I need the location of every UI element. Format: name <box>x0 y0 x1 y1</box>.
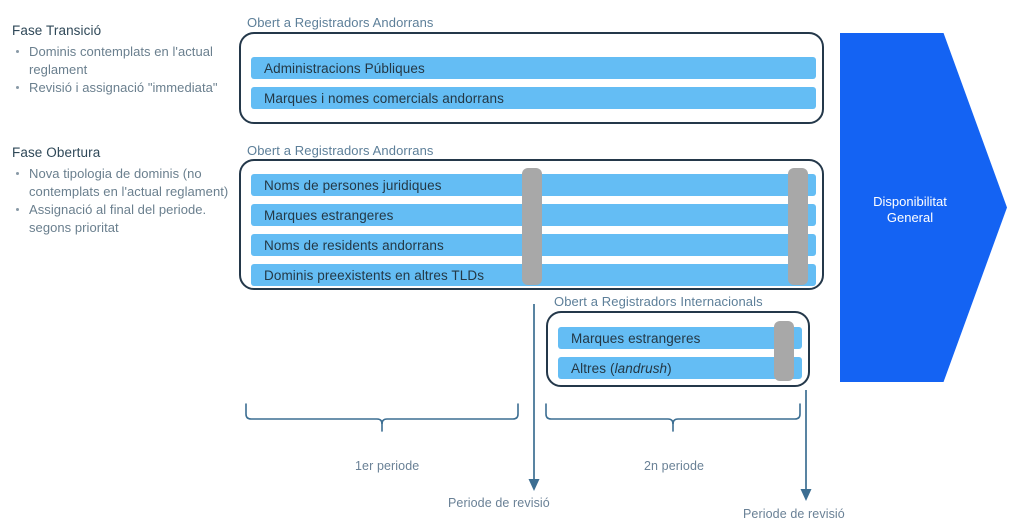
phase-title-obertura: Fase Obertura <box>12 145 101 160</box>
availability-label: Disponibilitat General <box>840 194 980 226</box>
phase-block-transicio: Fase Transició Dominis contemplats en l'… <box>12 22 248 98</box>
review-label-2: Periode de revisió <box>743 507 845 521</box>
bracket-period-1 <box>245 403 519 432</box>
group-box-2: Noms de persones juridiques Marques estr… <box>239 159 824 290</box>
bracket-period-2 <box>545 403 801 432</box>
phase-block-obertura: Fase Obertura Nova tipologia de dominis … <box>12 144 248 237</box>
group-1-item-1[interactable]: Administracions Públiques <box>251 57 816 79</box>
review-label-1: Periode de revisió <box>448 496 550 510</box>
group-box-1: Administracions Públiques Marques i nome… <box>239 32 824 124</box>
review-arrow-1 <box>528 304 540 491</box>
review-arrow-2 <box>800 390 812 501</box>
group-caption-1: Obert a Registradors Andorrans <box>247 15 434 30</box>
availability-line-2: General <box>886 210 934 225</box>
period-label-1: 1er periode <box>355 459 420 473</box>
group-3-item-2[interactable]: Altres (landrush) <box>558 357 802 379</box>
group-3-item-2-label: Altres (landrush) <box>571 360 672 376</box>
review-marker-bar-3 <box>774 321 794 381</box>
group-2-item-1-label: Noms de persones juridiques <box>264 177 442 193</box>
phase-bullet: Dominis contemplats en l'actual reglamen… <box>12 43 248 78</box>
phase-bullets-transicio: Dominis contemplats en l'actual reglamen… <box>12 43 248 97</box>
phase-title-transicio: Fase Transició <box>12 23 102 38</box>
group-box-3: Marques estrangeres Altres (landrush) <box>546 311 810 387</box>
group-caption-2: Obert a Registradors Andorrans <box>247 143 434 158</box>
availability-line-1: Disponibilitat <box>873 194 947 209</box>
phase-bullets-obertura: Nova tipologia de dominis (no contemplat… <box>12 165 248 236</box>
review-marker-bar-2 <box>788 168 808 285</box>
phase-bullet: Nova tipologia de dominis (no contemplat… <box>12 165 248 200</box>
group-2-item-2-label: Marques estrangeres <box>264 207 394 223</box>
group-1-item-1-label: Administracions Públiques <box>264 60 425 76</box>
group-2-item-3-label: Noms de residents andorrans <box>264 237 444 253</box>
group-1-item-2-label: Marques i nomes comercials andorrans <box>264 90 504 106</box>
group-caption-3: Obert a Registradors Internacionals <box>554 294 763 309</box>
group-3-item-1[interactable]: Marques estrangeres <box>558 327 802 349</box>
phase-bullet: Revisió i assignació "immediata" <box>12 79 248 97</box>
group-3-item-1-label: Marques estrangeres <box>571 330 701 346</box>
group-2-item-4-label: Dominis preexistents en altres TLDs <box>264 267 485 283</box>
review-marker-bar-1 <box>522 168 542 285</box>
phase-bullet: Assignació al final del periode. segons … <box>12 201 248 236</box>
group-1-item-2[interactable]: Marques i nomes comercials andorrans <box>251 87 816 109</box>
period-label-2: 2n periode <box>644 459 705 473</box>
